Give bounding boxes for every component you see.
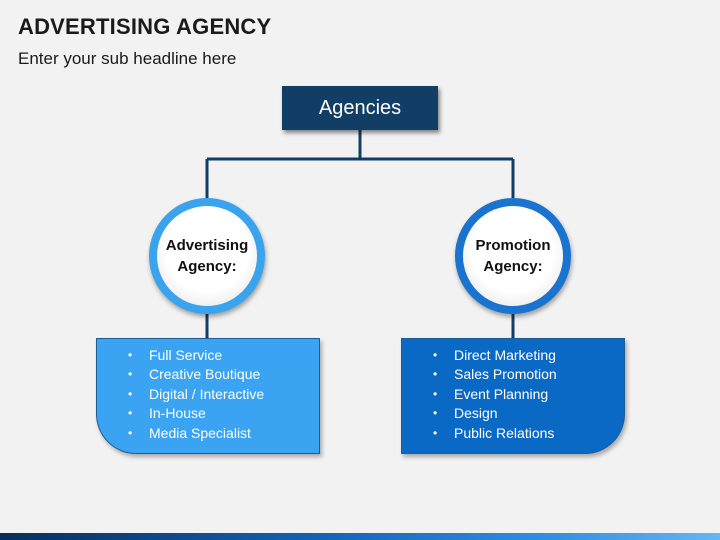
bullet-list: Direct Marketing Sales Promotion Event P… (402, 339, 624, 443)
branch-heading-line2: Agency: (483, 258, 543, 275)
list-item: Event Planning (402, 385, 624, 405)
branch-heading: Advertising Agency: (161, 235, 253, 277)
list-item: Full Service (97, 346, 319, 366)
branch-heading-line2: Agency: (177, 258, 237, 275)
branch-circle-inner: Promotion Agency: (463, 206, 563, 306)
advertising-list-card: Full Service Creative Boutique Digital /… (96, 338, 320, 454)
list-item: Public Relations (402, 424, 624, 444)
list-item: Direct Marketing (402, 346, 624, 366)
branch-circle-advertising: Advertising Agency: (149, 198, 265, 314)
branch-heading: Promotion Agency: (467, 235, 559, 277)
list-item: Sales Promotion (402, 365, 624, 385)
list-item: Creative Boutique (97, 365, 319, 385)
promotion-list-card: Direct Marketing Sales Promotion Event P… (401, 338, 625, 454)
list-item: In-House (97, 404, 319, 424)
list-item: Digital / Interactive (97, 385, 319, 405)
bullet-list: Full Service Creative Boutique Digital /… (97, 339, 319, 443)
list-item: Media Specialist (97, 424, 319, 444)
footer-accent-bar (0, 533, 720, 540)
root-node-agencies: Agencies (282, 86, 438, 130)
branch-circle-inner: Advertising Agency: (157, 206, 257, 306)
slide-title: ADVERTISING AGENCY (18, 14, 272, 39)
branch-heading-line1: Promotion (475, 237, 551, 254)
branch-heading-line1: Advertising (165, 237, 249, 254)
slide-subtitle: Enter your sub headline here (18, 49, 237, 68)
list-item: Design (402, 404, 624, 424)
branch-circle-promotion: Promotion Agency: (455, 198, 571, 314)
